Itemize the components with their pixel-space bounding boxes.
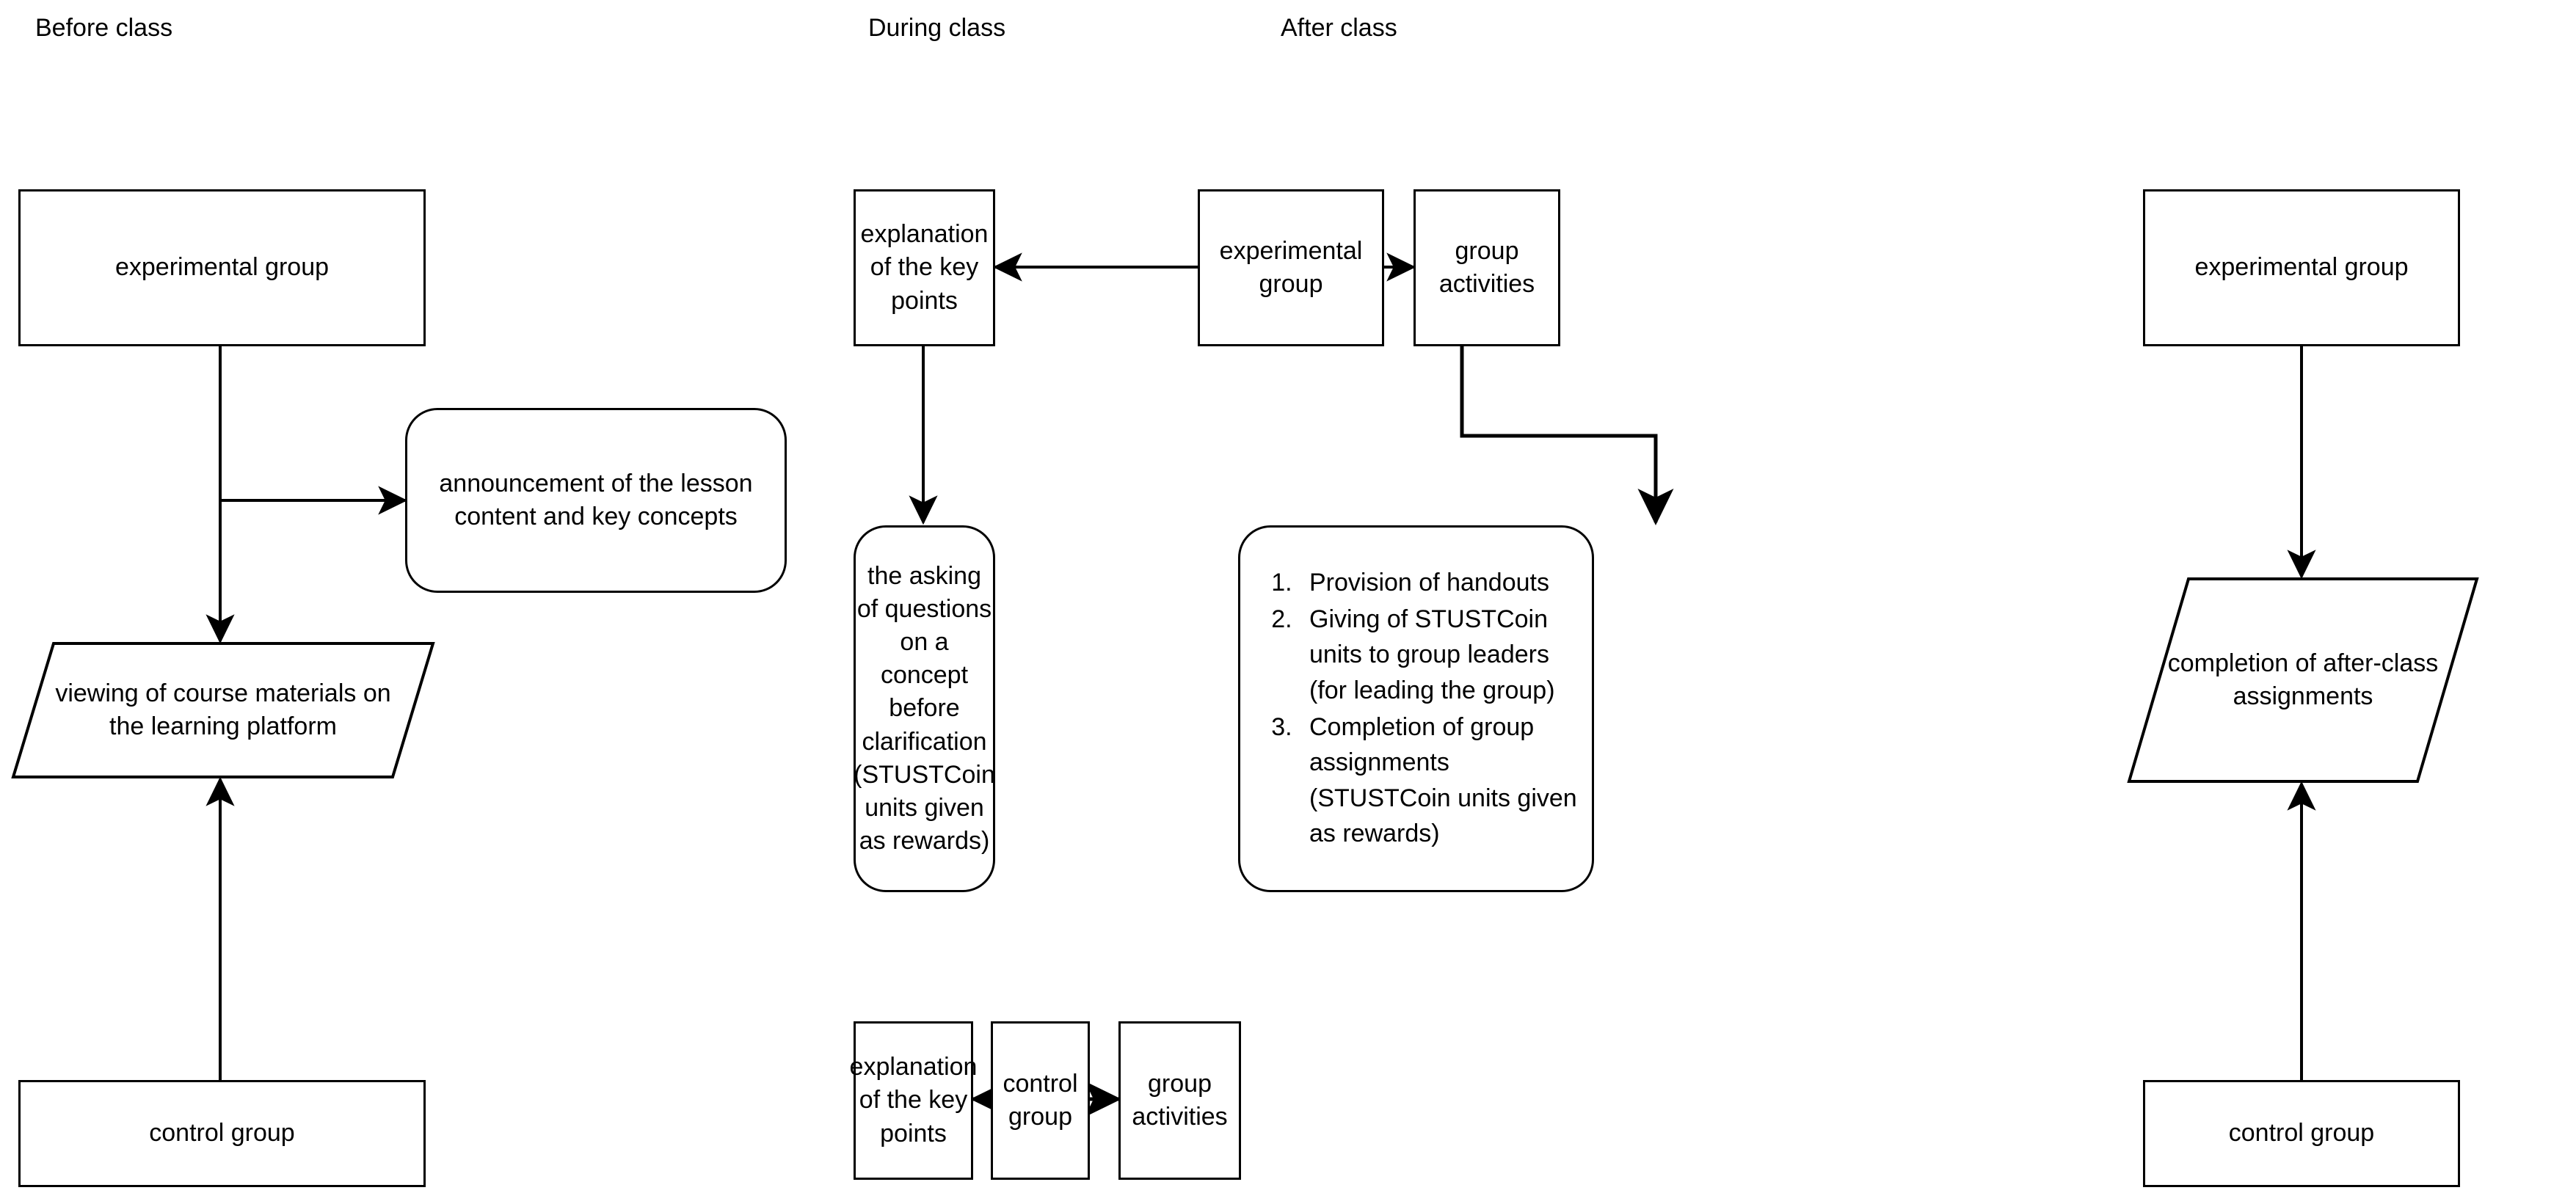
node-post-control-group[interactable]: control group [2143, 1080, 2460, 1187]
node-post-experimental-group[interactable]: experimental group [2143, 189, 2460, 346]
list-item: Provision of handouts [1299, 565, 1592, 600]
edge-exp-to-tasks [1460, 346, 1674, 526]
node-label: experimental group [1219, 236, 1363, 298]
phase-label-after-class: After class [1281, 14, 1397, 42]
node-before-control-group[interactable]: control group [18, 1080, 426, 1187]
node-label: group activities [1132, 1069, 1228, 1131]
node-label: viewing of course materials on the learn… [55, 679, 391, 740]
node-after-experimental-group[interactable]: experimental group [1198, 189, 1384, 346]
parallelogram-shape [2127, 577, 2479, 783]
node-during-explanation-key-points-experimental[interactable]: explanation of the key points [854, 189, 995, 346]
node-label: explanation of the key points [849, 1053, 978, 1148]
after-class-task-list: Provision of handouts Giving of STUSTCoi… [1240, 565, 1592, 853]
node-during-explanation-key-points-control[interactable]: explanation of the key points [850, 1021, 977, 1180]
parallelogram-shape [11, 642, 435, 778]
node-group-activities-experimental[interactable]: group activities [1413, 189, 1560, 346]
list-item: Completion of group assignments (STUSTCo… [1299, 709, 1592, 851]
phase-label-before-class: Before class [35, 14, 173, 42]
node-label: group activities [1438, 236, 1535, 298]
node-label: experimental group [2194, 253, 2409, 282]
node-label: experimental group [114, 253, 330, 282]
node-label: completion of after-class assignments [2167, 649, 2439, 710]
node-label: explanation of the key points [860, 220, 989, 315]
list-item: Giving of STUSTCoin units to group leade… [1299, 602, 1592, 708]
node-after-class-tasks[interactable]: Provision of handouts Giving of STUSTCoi… [1238, 525, 1594, 892]
node-label: control group [149, 1119, 295, 1148]
node-announcement-lesson-content[interactable]: announcement of the lesson content and k… [405, 408, 787, 593]
node-group-activities-control[interactable]: group activities [1118, 1021, 1241, 1180]
node-label: control group [1003, 1069, 1078, 1131]
node-label: announcement of the lesson content and k… [439, 469, 753, 530]
node-asking-of-questions[interactable]: the asking of questions on a concept bef… [854, 525, 995, 892]
node-before-experimental-group[interactable]: experimental group [18, 189, 426, 346]
node-viewing-course-materials[interactable]: viewing of course materials on the learn… [11, 641, 435, 779]
node-label: the asking of questions on a concept bef… [854, 561, 995, 855]
node-after-control-group[interactable]: control group [991, 1021, 1090, 1180]
phase-label-during-class: During class [868, 14, 1006, 42]
node-completion-after-class-assignments[interactable]: completion of after-class assignments [2127, 577, 2479, 784]
node-label: control group [2228, 1119, 2375, 1148]
